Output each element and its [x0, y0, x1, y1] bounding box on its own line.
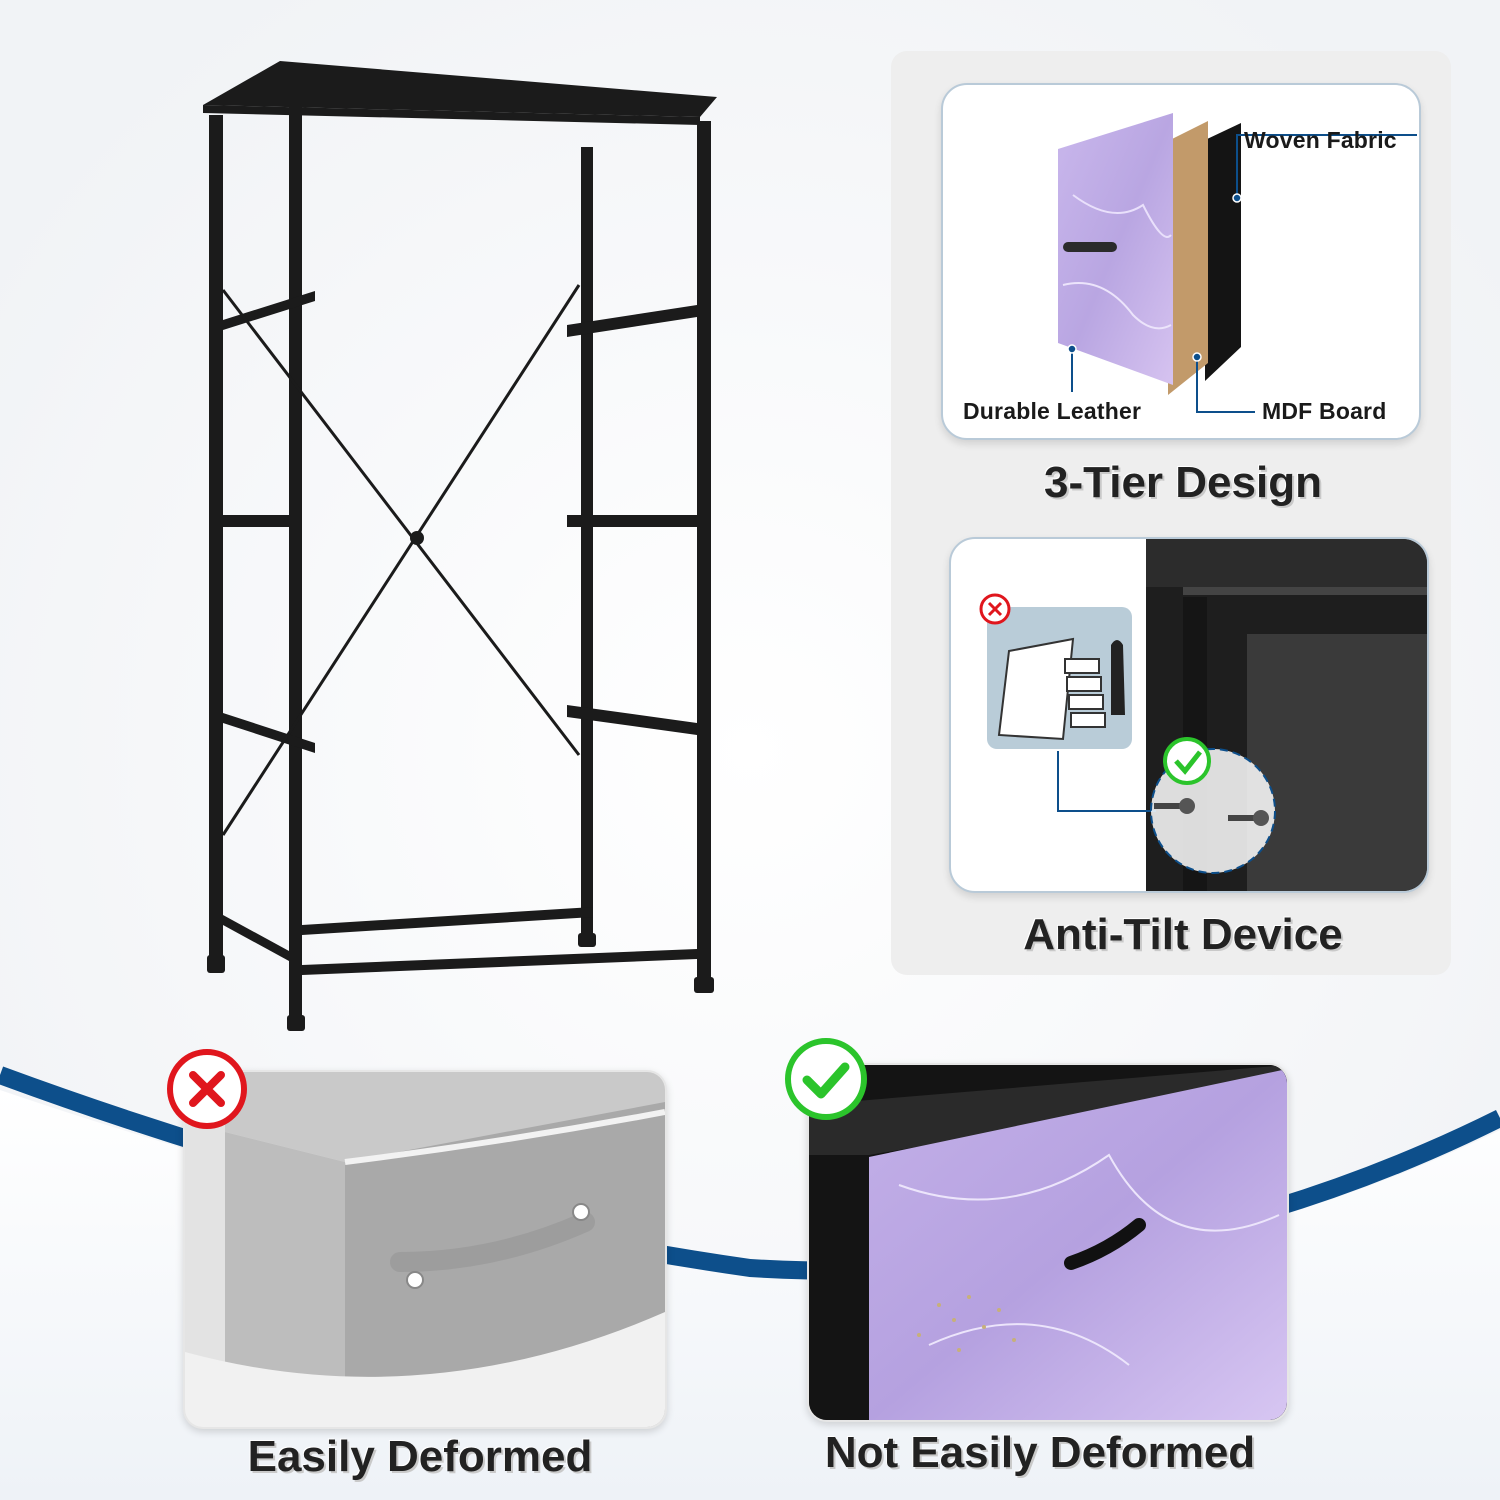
drawer-handle-icon [1064, 1218, 1146, 1270]
not-easily-deformed-photo [807, 1063, 1289, 1422]
check-mark-icon [1163, 737, 1211, 785]
mdf-drawer-illustration [809, 1065, 1287, 1420]
anti-tilt-illustration [979, 539, 1427, 891]
woven-fabric-label: Woven Fabric [1244, 127, 1397, 153]
fabric-drawer-illustration [185, 1072, 665, 1427]
anti-tilt-card [949, 537, 1429, 893]
screw-icon [1154, 798, 1269, 826]
check-mark-icon [785, 1038, 867, 1120]
durable-leather-label: Durable Leather [963, 398, 1142, 424]
material-layers-card: Woven Fabric Durable Leather MDF Board [941, 83, 1421, 440]
frame-illustration [203, 61, 717, 1031]
easily-deformed-photo [183, 1070, 667, 1429]
tier-design-title: 3-Tier Design [1044, 458, 1322, 507]
mdf-board-label: MDF Board [1262, 398, 1387, 424]
x-mark-icon [167, 1049, 247, 1129]
anti-tilt-title: Anti-Tilt Device [1023, 910, 1343, 959]
drawer-handle-icon [390, 1212, 595, 1272]
material-layers-illustration [1058, 113, 1417, 413]
not-easily-deformed-label: Not Easily Deformed [824, 1428, 1256, 1477]
easily-deformed-label: Easily Deformed [247, 1432, 593, 1481]
